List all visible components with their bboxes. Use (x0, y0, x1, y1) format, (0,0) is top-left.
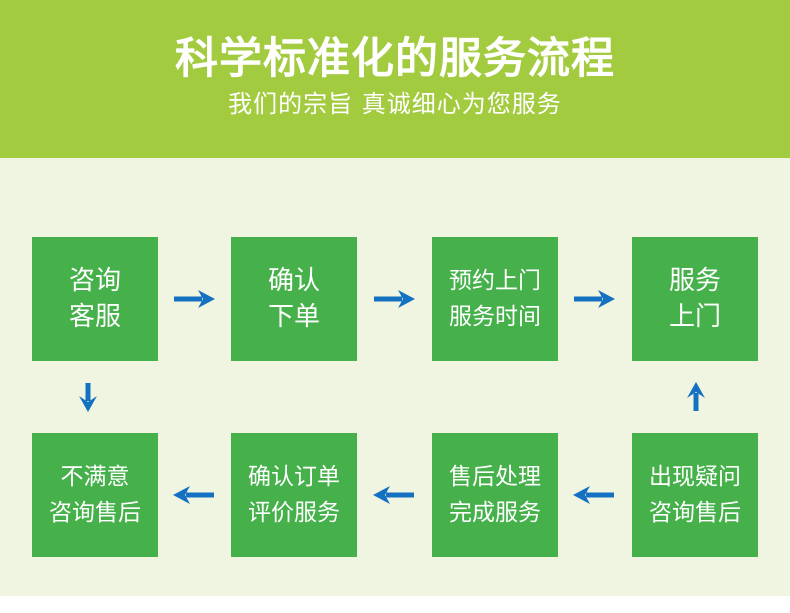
step-box-aftersales-complete: 售后处理 完成服务 (432, 433, 558, 557)
bottom-margin (0, 596, 790, 613)
step-label-line: 确认 (267, 266, 320, 296)
step-label-line: 售后处理 (449, 464, 541, 490)
arrow-right-icon (172, 289, 216, 309)
step-label-line: 服务 (668, 266, 721, 296)
step-box-confirm-order: 确认 下单 (231, 237, 357, 361)
step-label-line: 客服 (68, 302, 121, 332)
step-label-line: 咨询 (68, 266, 121, 296)
step-label-line: 评价服务 (248, 500, 340, 526)
arrow-up-icon (686, 381, 706, 413)
arrow-right-icon (372, 289, 416, 309)
arrow-left-icon (372, 485, 416, 505)
step-box-onsite-service: 服务 上门 (632, 237, 758, 361)
banner: 科学标准化的服务流程 我们的宗旨 真诚细心为您服务 (0, 0, 790, 158)
arrow-left-icon (172, 485, 216, 505)
step-label-line: 咨询售后 (49, 500, 141, 526)
step-label-line: 上门 (668, 302, 721, 332)
arrow-left-icon (572, 485, 616, 505)
step-label-line: 完成服务 (449, 500, 541, 526)
step-box-book-visit-time: 预约上门 服务时间 (432, 237, 558, 361)
step-label-line: 不满意 (60, 464, 130, 490)
arrow-down-icon (78, 381, 98, 413)
step-label-line: 下单 (267, 302, 320, 332)
step-box-consult-service: 咨询 客服 (32, 237, 158, 361)
step-label-line: 出现疑问 (649, 464, 741, 490)
flow-diagram: 咨询 客服 确认 下单 预约上门 服务时间 服务 上门 不满意 咨询售后 确认订… (0, 158, 790, 596)
step-label-line: 预约上门 (449, 268, 541, 294)
arrow-right-icon (572, 289, 616, 309)
step-box-confirm-rate-service: 确认订单 评价服务 (231, 433, 357, 557)
step-box-unsatisfied-aftersales: 不满意 咨询售后 (32, 433, 158, 557)
page-title: 科学标准化的服务流程 (175, 34, 615, 84)
step-box-questions-aftersales: 出现疑问 咨询售后 (632, 433, 758, 557)
step-label-line: 服务时间 (449, 304, 541, 330)
page-subtitle: 我们的宗旨 真诚细心为您服务 (228, 90, 562, 118)
step-label-line: 确认订单 (248, 464, 340, 490)
step-label-line: 咨询售后 (649, 500, 741, 526)
